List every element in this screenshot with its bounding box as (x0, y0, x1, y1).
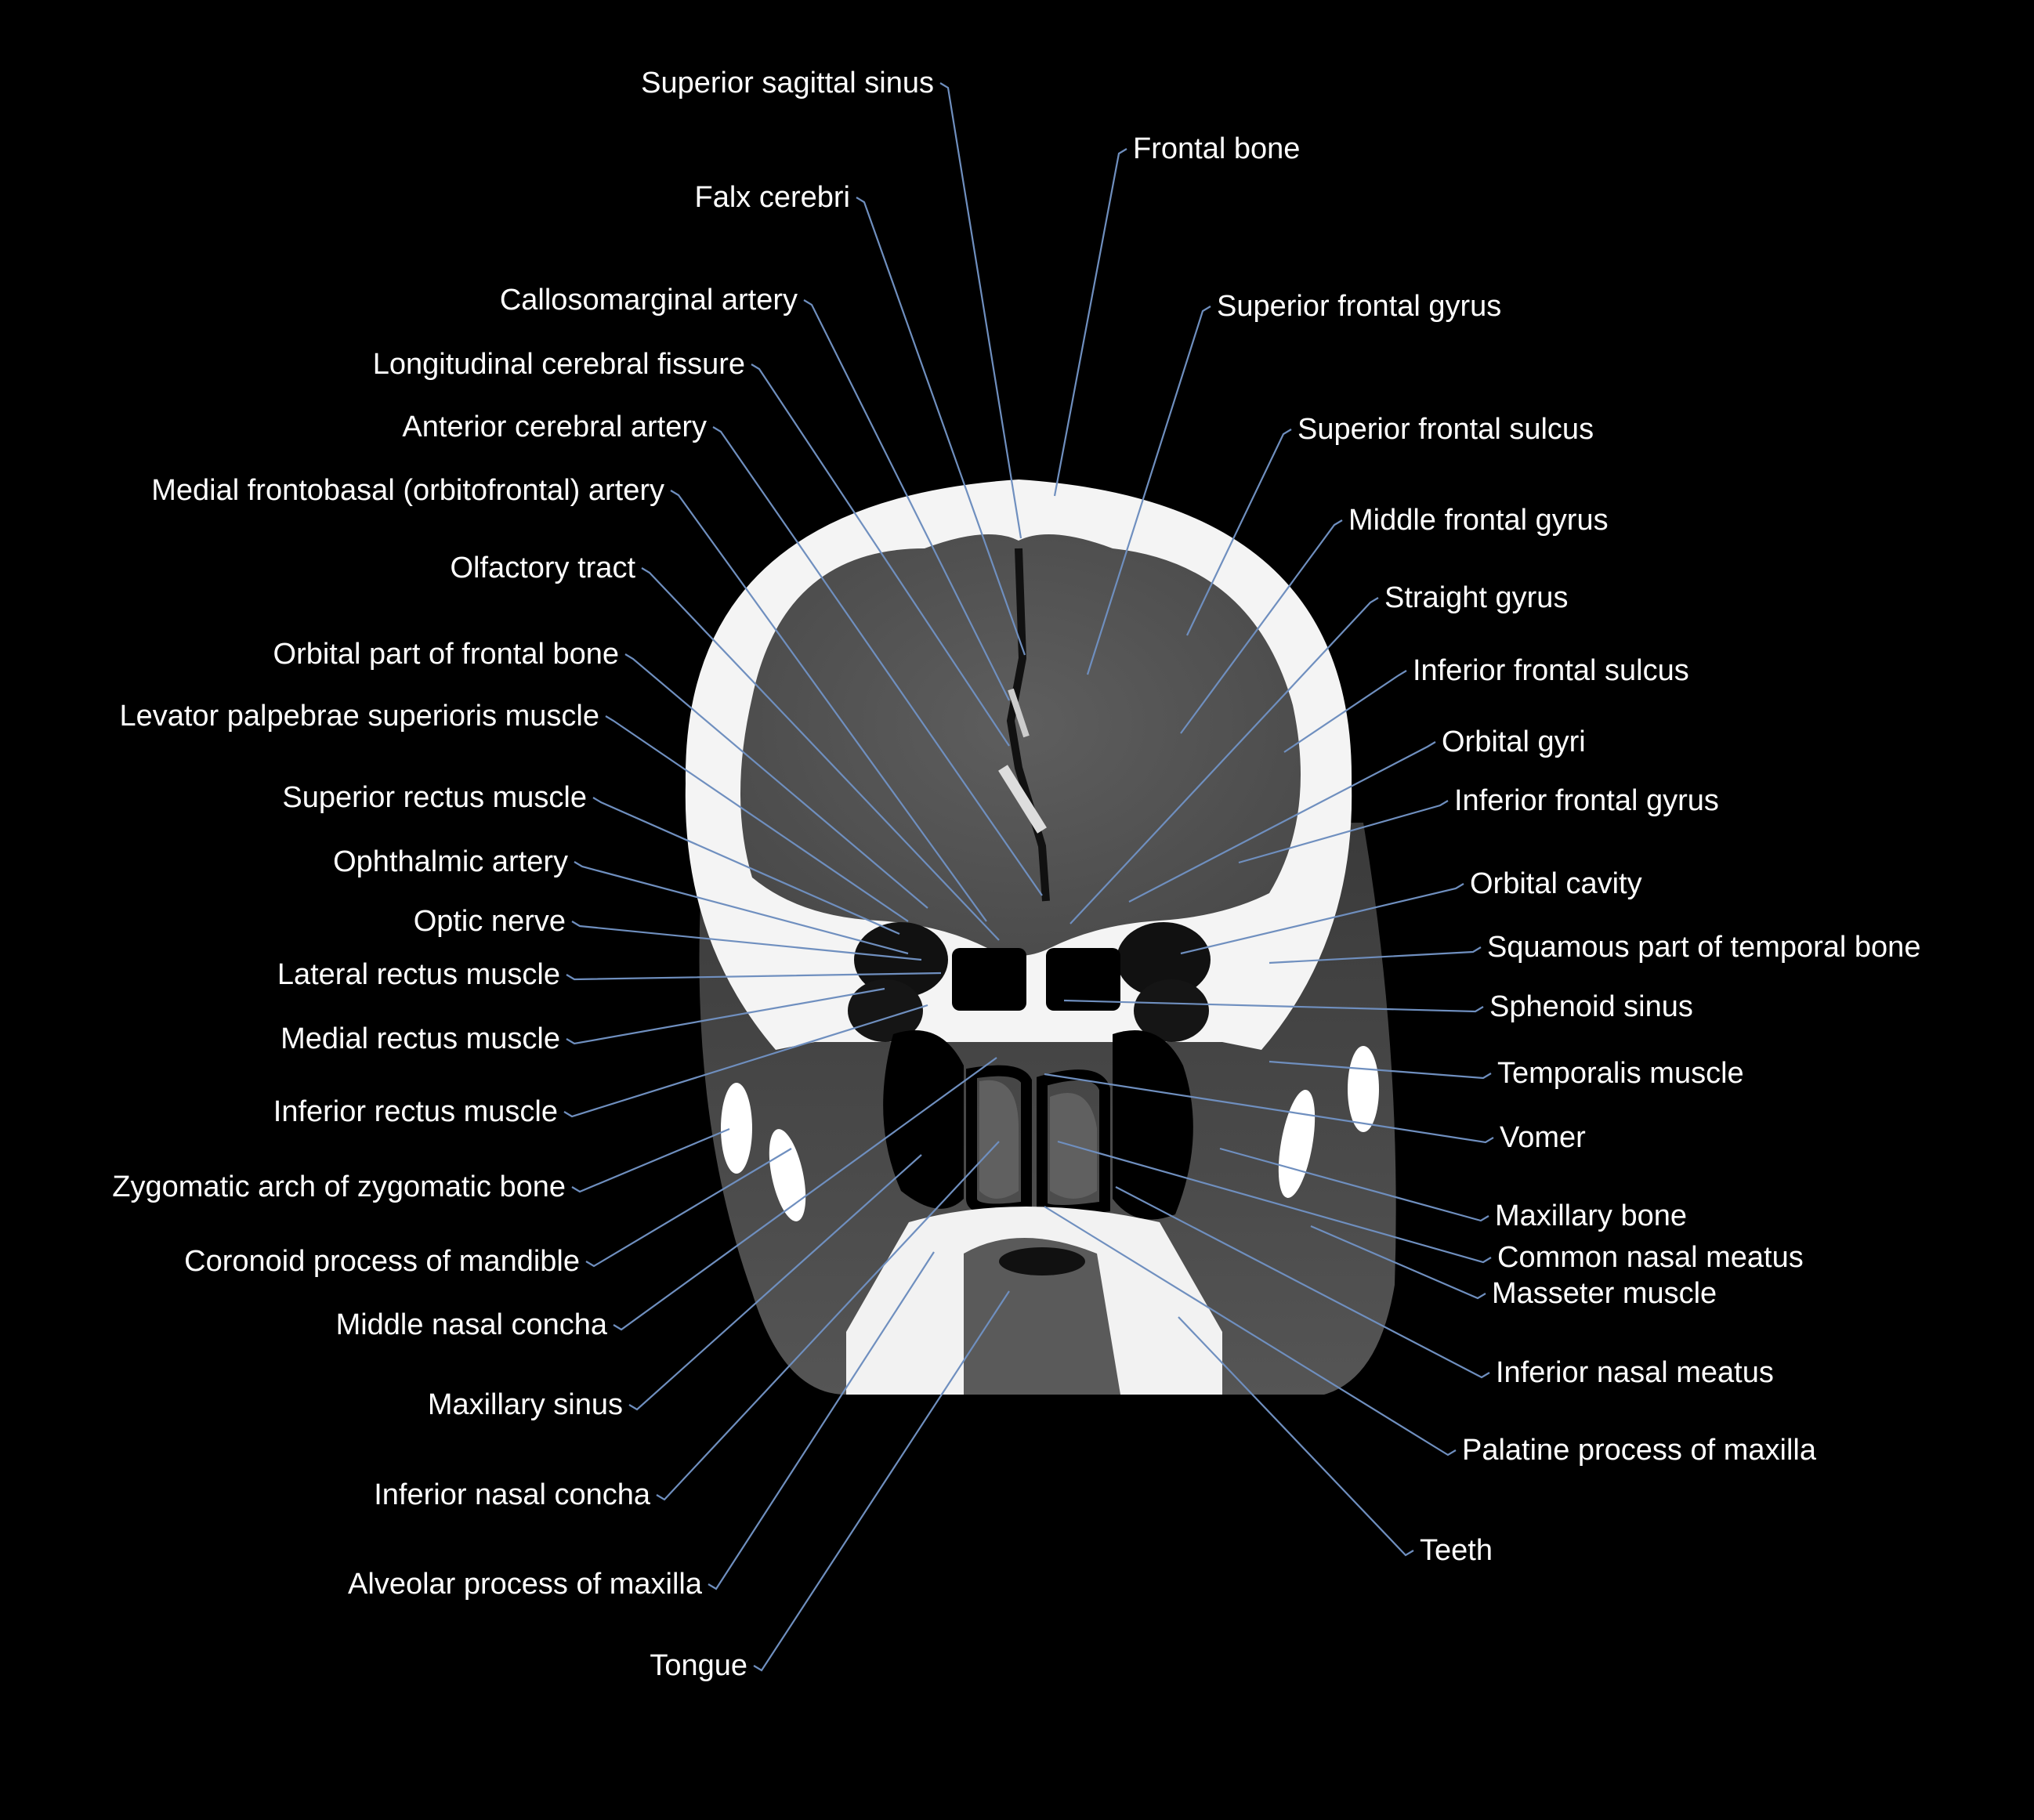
label-middle-nasal-concha: Middle nasal concha (335, 1308, 607, 1341)
leader-line-ophthalmic-artery (574, 861, 909, 955)
label-longitudinal-cerebral-fissure: Longitudinal cerebral fissure (372, 348, 745, 381)
leader-line-inferior-nasal-meatus (1115, 1186, 1490, 1379)
label-alveolar-process-of-maxilla: Alveolar process of maxilla (348, 1568, 702, 1601)
label-common-nasal-meatus: Common nasal meatus (1497, 1241, 1804, 1274)
label-teeth: Teeth (1420, 1534, 1493, 1567)
leader-line-middle-nasal-concha (613, 1057, 997, 1331)
label-masseter-muscle: Masseter muscle (1492, 1277, 1717, 1310)
label-zygomatic-arch-of-zygomatic-bone: Zygomatic arch of zygomatic bone (112, 1171, 566, 1203)
label-falx-cerebri: Falx cerebri (694, 181, 851, 214)
leader-line-superior-frontal-sulcus (1186, 429, 1292, 636)
label-frontal-bone: Frontal bone (1133, 132, 1301, 165)
label-superior-sagittal-sinus: Superior sagittal sinus (641, 67, 934, 100)
leader-line-anterior-cerebral-artery (712, 426, 1043, 896)
leader-line-alveolar-process-of-maxilla (708, 1251, 935, 1590)
label-vomer: Vomer (1500, 1121, 1586, 1154)
label-inferior-rectus-muscle: Inferior rectus muscle (273, 1095, 558, 1128)
leader-line-medial-rectus-muscle (566, 987, 885, 1045)
leader-line-olfactory-tract (641, 567, 1000, 941)
label-ophthalmic-artery: Ophthalmic artery (333, 845, 568, 878)
leader-line-inferior-frontal-sulcus (1283, 670, 1407, 753)
label-palatine-process-of-maxilla: Palatine process of maxilla (1462, 1434, 1816, 1467)
leader-line-frontal-bone (1053, 148, 1127, 497)
label-maxillary-bone: Maxillary bone (1495, 1199, 1687, 1232)
leader-line-palatine-process-of-maxilla (1044, 1206, 1457, 1456)
label-inferior-frontal-gyrus: Inferior frontal gyrus (1454, 784, 1719, 817)
leader-line-maxillary-sinus (628, 1154, 922, 1411)
label-sphenoid-sinus: Sphenoid sinus (1489, 990, 1693, 1023)
leader-line-optic-nerve (571, 921, 922, 961)
label-inferior-nasal-meatus: Inferior nasal meatus (1496, 1356, 1774, 1389)
label-superior-rectus-muscle: Superior rectus muscle (282, 781, 587, 814)
label-anterior-cerebral-artery: Anterior cerebral artery (402, 411, 707, 443)
leader-line-falx-cerebri (856, 197, 1026, 656)
label-lateral-rectus-muscle: Lateral rectus muscle (277, 958, 560, 991)
label-maxillary-sinus: Maxillary sinus (427, 1388, 623, 1421)
leader-line-sphenoid-sinus (1063, 999, 1484, 1013)
leader-line-vomer (1044, 1073, 1494, 1144)
leader-line-lateral-rectus-muscle (566, 972, 942, 981)
label-callosomarginal-artery: Callosomarginal artery (499, 284, 798, 317)
leader-line-common-nasal-meatus (1057, 1140, 1492, 1264)
leader-line-superior-frontal-gyrus (1086, 306, 1211, 675)
leader-line-superior-rectus-muscle (592, 797, 900, 935)
label-levator-palpebrae-superioris-muscle: Levator palpebrae superioris muscle (119, 700, 599, 733)
label-superior-frontal-sulcus: Superior frontal sulcus (1297, 413, 1594, 446)
leader-line-longitudinal-cerebral-fissure (751, 364, 1010, 747)
label-superior-frontal-gyrus: Superior frontal gyrus (1217, 290, 1502, 323)
leader-line-tongue (753, 1290, 1010, 1672)
label-coronoid-process-of-mandible: Coronoid process of mandible (184, 1245, 580, 1278)
label-medial-frontobasal-orbitofrontal-artery: Medial frontobasal (orbitofrontal) arter… (151, 474, 664, 507)
label-squamous-part-of-temporal-bone: Squamous part of temporal bone (1487, 931, 1921, 964)
leader-line-levator-palpebrae-superioris-muscle (605, 715, 909, 922)
label-temporalis-muscle: Temporalis muscle (1497, 1057, 1744, 1090)
leader-line-orbital-gyri (1128, 741, 1436, 903)
leader-line-inferior-frontal-gyrus (1238, 800, 1449, 864)
label-straight-gyrus: Straight gyrus (1384, 581, 1569, 614)
leader-line-straight-gyrus (1069, 597, 1379, 924)
label-middle-frontal-gyrus: Middle frontal gyrus (1348, 504, 1609, 537)
label-orbital-cavity: Orbital cavity (1470, 867, 1642, 900)
label-optic-nerve: Optic nerve (413, 905, 566, 938)
leader-line-zygomatic-arch-of-zygomatic-bone (571, 1127, 730, 1193)
label-olfactory-tract: Olfactory tract (450, 552, 636, 584)
leader-line-medial-frontobasal-orbitofrontal-artery (670, 490, 987, 922)
leader-line-masseter-muscle (1310, 1225, 1486, 1300)
leader-line-maxillary-bone (1219, 1147, 1489, 1222)
leader-line-temporalis-muscle (1269, 1060, 1492, 1080)
leader-line-orbital-part-of-frontal-bone (624, 653, 928, 909)
label-orbital-part-of-frontal-bone: Orbital part of frontal bone (273, 638, 619, 671)
label-inferior-nasal-concha: Inferior nasal concha (374, 1478, 650, 1511)
leader-line-inferior-rectus-muscle (563, 1004, 928, 1118)
leader-line-coronoid-process-of-mandible (585, 1148, 792, 1268)
label-tongue: Tongue (650, 1649, 747, 1682)
leader-line-middle-frontal-gyrus (1180, 519, 1343, 734)
leader-line-squamous-part-of-temporal-bone (1269, 946, 1482, 964)
label-medial-rectus-muscle: Medial rectus muscle (280, 1022, 560, 1055)
label-orbital-gyri: Orbital gyri (1442, 725, 1586, 758)
leader-line-inferior-nasal-concha (656, 1141, 1000, 1501)
label-inferior-frontal-sulcus: Inferior frontal sulcus (1413, 654, 1689, 687)
leader-line-orbital-cavity (1180, 883, 1464, 955)
leader-line-callosomarginal-artery (803, 299, 1010, 701)
leader-line-teeth (1178, 1316, 1414, 1557)
leader-line-superior-sagittal-sinus (939, 82, 1022, 539)
